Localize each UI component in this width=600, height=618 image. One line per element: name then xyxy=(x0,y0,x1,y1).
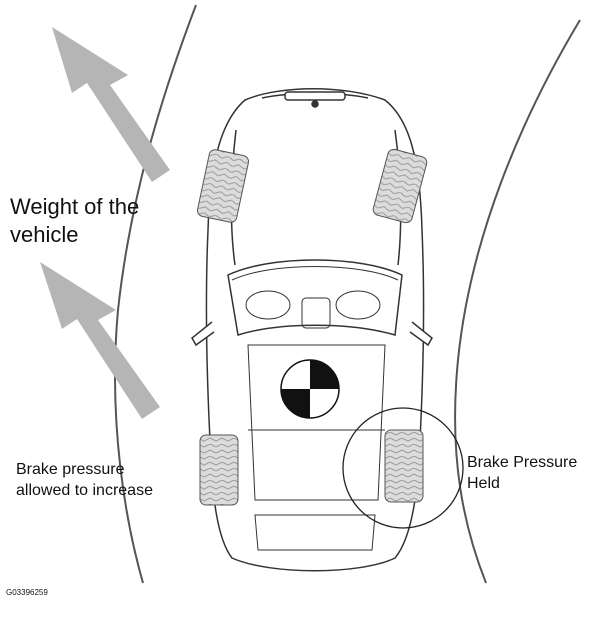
brake-held-highlight-circle xyxy=(342,407,464,529)
tire-front-left xyxy=(196,149,250,223)
weight-label-line1: Weight of the xyxy=(10,194,140,219)
figure-code: G03396259 xyxy=(6,588,48,597)
tire-rear-right xyxy=(384,429,424,503)
weight-of-vehicle-label: Weight of the vehicle xyxy=(10,193,139,249)
brake-right-line2: Held xyxy=(467,475,500,492)
weight-label-line2: vehicle xyxy=(10,222,79,247)
tire-rear-left xyxy=(199,434,239,506)
road-left-edge xyxy=(114,4,197,584)
weight-arrow-upper xyxy=(52,27,170,182)
brake-pressure-held-label: Brake Pressure Held xyxy=(467,452,577,494)
brake-left-line1: Brake pressure xyxy=(16,461,125,478)
center-of-gravity-icon xyxy=(280,359,340,419)
brake-left-line2: allowed to increase xyxy=(16,482,153,499)
weight-arrow-lower xyxy=(40,262,160,419)
road-right-edge xyxy=(454,19,581,584)
brake-pressure-increase-label: Brake pressure allowed to increase xyxy=(16,459,153,501)
tire-front-right xyxy=(372,148,428,224)
brake-right-line1: Brake Pressure xyxy=(467,454,578,471)
